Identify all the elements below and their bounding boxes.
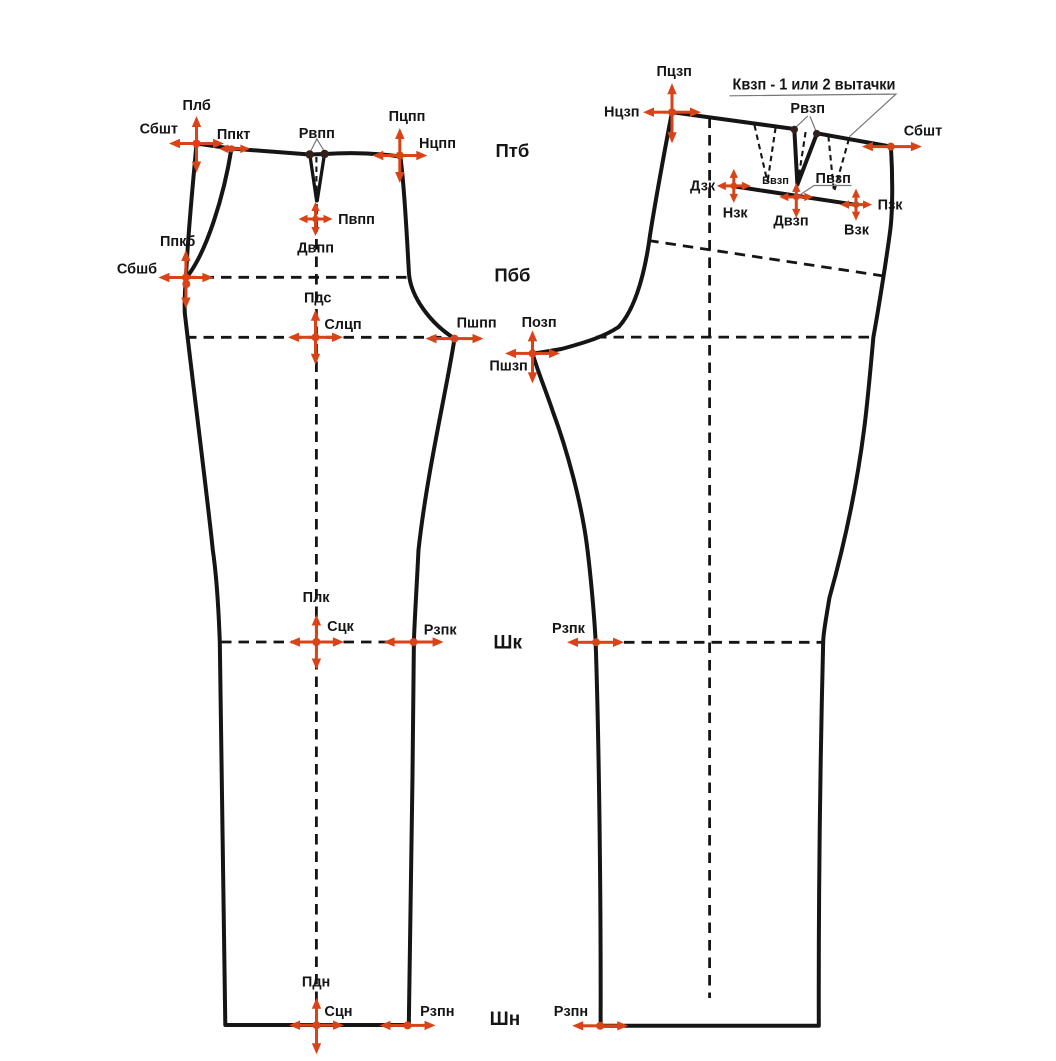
svg-text:Нцпп: Нцпп bbox=[419, 136, 456, 152]
svg-text:Сцн: Сцн bbox=[324, 1004, 352, 1020]
svg-text:Сбшб: Сбшб bbox=[117, 262, 157, 278]
svg-text:Рвпп: Рвпп bbox=[299, 126, 335, 142]
svg-text:Позп: Позп bbox=[522, 315, 557, 331]
svg-text:Пшзп: Пшзп bbox=[489, 359, 527, 375]
svg-text:Рвзп: Рвзп bbox=[790, 101, 825, 117]
svg-text:Ппкб: Ппкб bbox=[160, 234, 195, 250]
svg-text:Птб: Птб bbox=[496, 140, 530, 161]
svg-text:Пшпп: Пшпп bbox=[457, 316, 497, 332]
svg-text:Пцзп: Пцзп bbox=[656, 64, 691, 80]
svg-text:Дзк: Дзк bbox=[690, 179, 716, 195]
svg-text:Пдс: Пдс bbox=[304, 291, 332, 307]
svg-text:Пбб: Пбб bbox=[494, 265, 530, 286]
svg-text:Пдн: Пдн bbox=[302, 975, 330, 991]
svg-text:Ввзп: Ввзп bbox=[762, 175, 789, 187]
svg-text:Плк: Плк bbox=[303, 590, 331, 606]
svg-text:Шн: Шн bbox=[490, 1009, 521, 1030]
svg-text:Взк: Взк bbox=[844, 223, 870, 239]
svg-text:Двзп: Двзп bbox=[773, 214, 808, 230]
svg-text:Шк: Шк bbox=[493, 633, 522, 654]
svg-text:Сбшт: Сбшт bbox=[140, 122, 178, 138]
svg-text:Квзп - 1 или 2 вытачки: Квзп - 1 или 2 вытачки bbox=[733, 77, 896, 94]
svg-text:Нзк: Нзк bbox=[723, 206, 749, 222]
svg-text:Пзк: Пзк bbox=[878, 198, 904, 214]
svg-text:Рзпн: Рзпн bbox=[554, 1004, 588, 1020]
svg-text:Рзпк: Рзпк bbox=[552, 621, 586, 637]
svg-text:Слцп: Слцп bbox=[324, 317, 361, 333]
svg-text:Пвзп: Пвзп bbox=[816, 171, 851, 187]
svg-text:Рзпн: Рзпн bbox=[420, 1004, 454, 1020]
svg-text:Сцк: Сцк bbox=[327, 619, 354, 635]
svg-text:Пвпп: Пвпп bbox=[338, 212, 375, 228]
svg-text:Двпп: Двпп bbox=[297, 241, 334, 257]
svg-text:Сбшт: Сбшт bbox=[904, 124, 942, 140]
svg-text:Пцпп: Пцпп bbox=[389, 109, 426, 125]
svg-text:Нцзп: Нцзп bbox=[604, 105, 640, 121]
svg-text:Плб: Плб bbox=[182, 98, 210, 114]
svg-text:Ппкт: Ппкт bbox=[217, 127, 251, 143]
svg-text:Рзпк: Рзпк bbox=[424, 623, 458, 639]
